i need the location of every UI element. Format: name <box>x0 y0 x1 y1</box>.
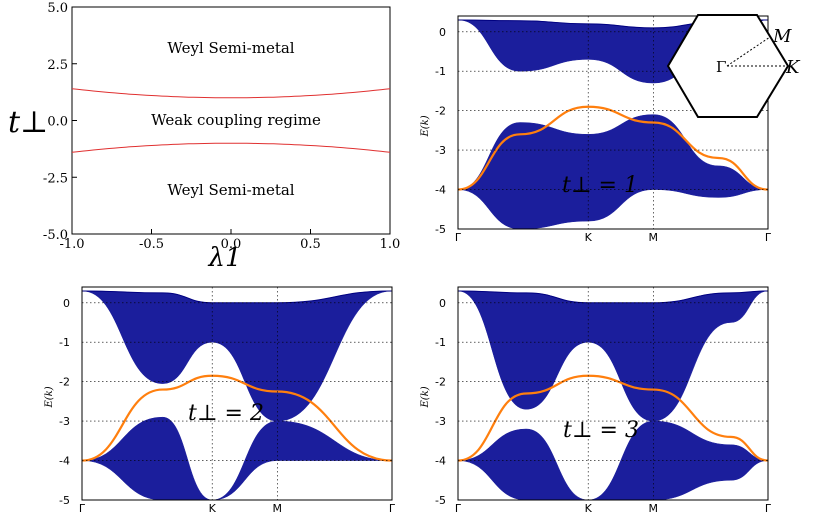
band-ytick-label: -3 <box>435 144 446 157</box>
band-ytick-label: -4 <box>435 184 446 197</box>
band-xtick-label: Γ <box>389 502 396 515</box>
phase-xtick-label: 1.0 <box>380 237 401 252</box>
band-ytick-label: -4 <box>59 455 70 468</box>
band-y-axis-label: E(k) <box>44 386 55 408</box>
phase-ytick-label: -2.5 <box>43 171 68 186</box>
lower-band-fill <box>458 420 768 500</box>
phase-y-axis-label-text: t⊥ <box>8 105 48 140</box>
phase-ytick-label: 5.0 <box>47 1 68 16</box>
band-xtick-label: Γ <box>79 502 86 515</box>
phase-boundary-1 <box>71 142 391 153</box>
band-xtick-label: K <box>585 231 593 244</box>
band-ytick-label: -5 <box>59 494 70 507</box>
band-xtick-label: Γ <box>455 502 462 515</box>
gamma-m-line <box>726 36 771 67</box>
phase-ytick-label: 2.5 <box>47 58 68 73</box>
band-y-axis-label: E(k) <box>420 115 431 137</box>
lower-band-fill <box>82 416 392 500</box>
band-ytick-label: -2 <box>435 376 446 389</box>
band-ytick-label: 0 <box>439 297 446 310</box>
phase-label-mid: Weak coupling regime <box>151 111 321 129</box>
band-ytick-label: -3 <box>435 415 446 428</box>
panel-label-t1: t⊥ = 1 <box>562 173 638 198</box>
band-xtick-label: M <box>273 502 283 515</box>
band-ytick-label: -1 <box>435 336 446 349</box>
band-xtick-label: K <box>209 502 217 515</box>
phase-label-top: Weyl Semi-metal <box>167 39 294 57</box>
brillouin-zone-inset: Γ M K <box>666 14 801 118</box>
band-xtick-label: Γ <box>455 231 462 244</box>
band-ytick-label: -2 <box>59 376 70 389</box>
phase-boundary-0 <box>71 88 391 99</box>
band-plot-area <box>458 290 768 500</box>
band-ytick-label: -2 <box>435 105 446 118</box>
band-ytick-label: -3 <box>59 415 70 428</box>
band-xtick-label: K <box>585 502 593 515</box>
panel-label-t3: t⊥ = 3 <box>563 418 639 443</box>
band-y-axis-label: E(k) <box>420 386 431 408</box>
phase-ytick-label: 0.0 <box>47 115 68 130</box>
band-plot-frame <box>457 286 769 501</box>
band-ytick-label: 0 <box>63 297 70 310</box>
band-ytick-label: 0 <box>439 26 446 39</box>
band-ytick-label: -1 <box>59 336 70 349</box>
phase-diagram-panel: -1.0 -0.5 0.0 0.5 1.0 -5.0 -2.5 0.0 2.5 5.0 Weyl … <box>8 1 400 273</box>
band-xtick-label: Γ <box>765 502 772 515</box>
bz-k-label: K <box>785 57 801 78</box>
band-ytick-label: -4 <box>435 455 446 468</box>
phase-ytick-label: -5.0 <box>43 228 68 243</box>
surface-band-curve <box>458 105 768 191</box>
bz-m-label: M <box>772 26 792 47</box>
phase-x-axis-label: λ1 <box>207 243 241 273</box>
band-xtick-label: M <box>649 231 659 244</box>
upper-band-edge <box>82 290 392 304</box>
phase-xtick-label: 0.5 <box>300 237 321 252</box>
upper-band-edge <box>458 290 768 304</box>
band-ytick-label: -5 <box>435 223 446 236</box>
phase-axis-ticks: -1.0 -0.5 0.0 0.5 1.0 -5.0 -2.5 0.0 2.5 5.0 <box>43 1 400 252</box>
bz-gamma-label: Γ <box>716 58 726 76</box>
phase-xtick-label: -0.5 <box>139 237 164 252</box>
band-xtick-label: Γ <box>765 231 772 244</box>
panel-label-t2: t⊥ = 2 <box>188 401 264 426</box>
phase-y-axis-label: t⊥ <box>8 105 48 140</box>
band-xtick-label: M <box>649 502 659 515</box>
phase-plot-frame <box>71 6 391 235</box>
phase-xtick-label: 0.0 <box>221 237 242 252</box>
band-ytick-label: -1 <box>435 65 446 78</box>
band-panel-t3: 0 -1 -2 -3 -4 -5Γ K M Γ E(k) <box>420 286 772 515</box>
band-ytick-label: -5 <box>435 494 446 507</box>
band-plot-frame <box>457 15 769 230</box>
band-plot-frame <box>81 286 393 501</box>
phase-boundary-curves <box>71 88 391 153</box>
band-panel-t2: 0 -1 -2 -3 -4 -5Γ K M Γ E(k) <box>44 286 396 515</box>
phase-xtick-label: -1.0 <box>59 237 84 252</box>
phase-label-bot: Weyl Semi-metal <box>167 181 294 199</box>
